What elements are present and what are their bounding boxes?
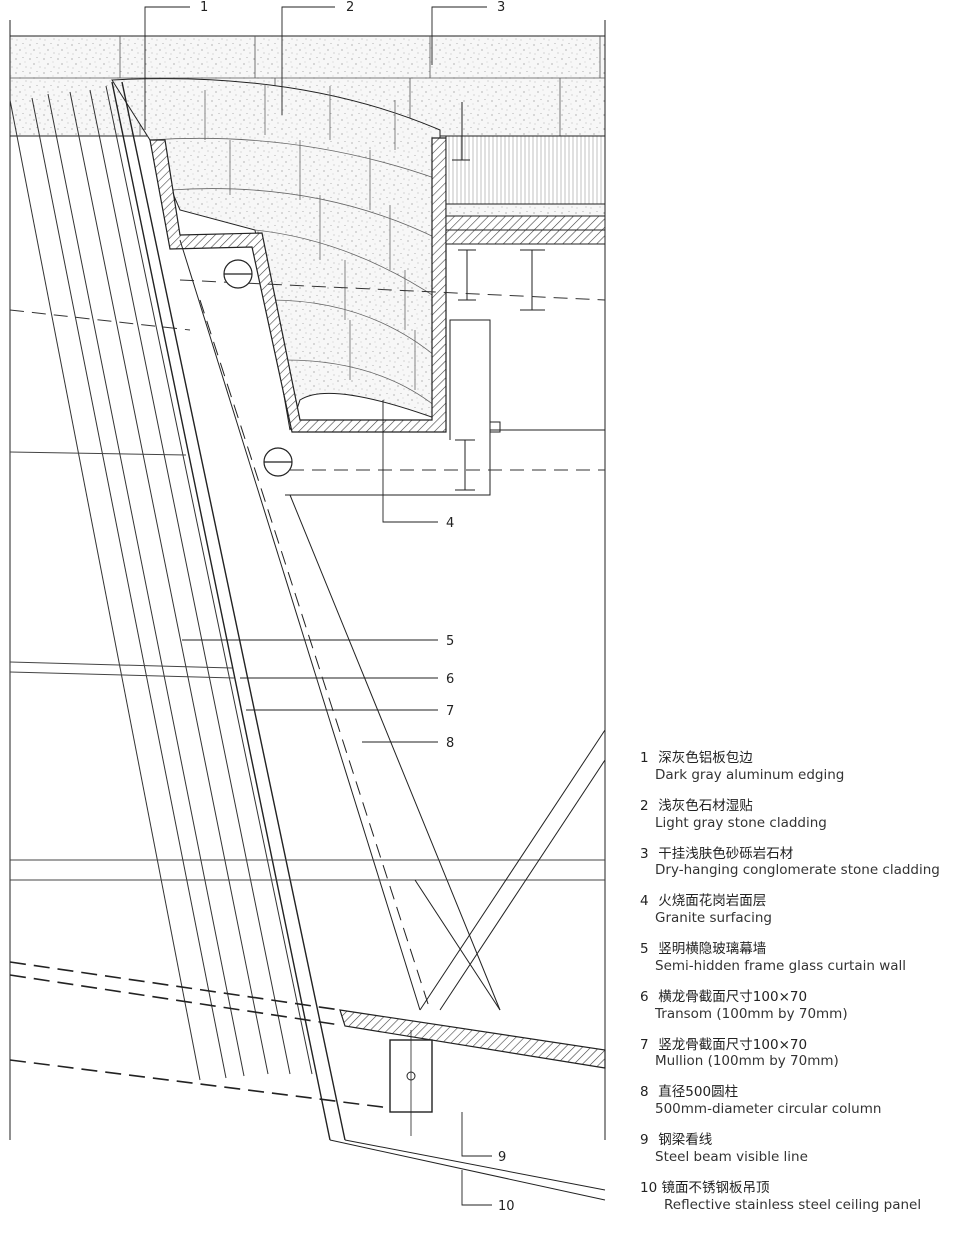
horizontal-transoms — [9, 451, 605, 881]
legend: 1 深灰色铝板包边 Dark gray aluminum edging 2 浅灰… — [640, 750, 958, 1228]
legend-zh-label: 浅灰色石材湿贴 — [658, 797, 753, 814]
floor-buildup — [445, 102, 606, 245]
legend-num: 2 — [640, 797, 649, 814]
legend-en-label: Reflective stainless steel ceiling panel — [664, 1196, 922, 1213]
legend-zh-label: 直径500圆柱 — [658, 1084, 739, 1101]
column-edges — [179, 239, 501, 1011]
legend-en-label: Dry-hanging conglomerate stone cladding — [655, 862, 940, 879]
legend-en-label: Mullion (100mm by 70mm) — [655, 1053, 839, 1070]
callout-5: 5 — [446, 634, 454, 649]
callout-7: 7 — [446, 704, 454, 719]
lower-dashed-beams — [9, 961, 391, 1109]
legend-en-label: 500mm-diameter circular column — [655, 1101, 882, 1118]
legend-item-6: 6 横龙骨截面尺寸100×70 Transom (100mm by 70mm) — [640, 989, 958, 1023]
legend-item-5: 5 竖明横隐玻璃幕墙 Semi-hidden frame glass curta… — [640, 941, 958, 975]
legend-zh-label: 火烧面花岗岩面层 — [658, 893, 767, 910]
callout-3: 3 — [497, 0, 505, 15]
legend-num: 7 — [640, 1036, 649, 1053]
legend-zh-label: 钢梁看线 — [658, 1132, 713, 1148]
legend-en-label: Dark gray aluminum edging — [655, 766, 845, 783]
legend-en-label: Granite surfacing — [655, 910, 772, 927]
legend-en-label: Transom (100mm by 70mm) — [655, 1005, 848, 1022]
legend-item-1: 1 深灰色铝板包边 Dark gray aluminum edging — [640, 750, 958, 784]
curved-stone-cladding — [111, 78, 441, 431]
legend-item-8: 8 直径500圆柱 500mm-diameter circular column — [640, 1084, 958, 1118]
legend-num: 1 — [640, 750, 649, 766]
legend-item-10: 10 镜面不锈钢板吊顶 Reflective stainless steel c… — [640, 1180, 958, 1214]
cross-braces — [414, 729, 606, 1011]
legend-num: 10 — [640, 1179, 658, 1196]
legend-item-4: 4 火烧面花岗岩面层 Granite surfacing — [640, 893, 958, 927]
legend-en-label: Semi-hidden frame glass curtain wall — [655, 957, 907, 974]
legend-zh-label: 镜面不锈钢板吊顶 — [661, 1179, 770, 1196]
legend-zh-label: 干挂浅肤色砂砾岩石材 — [658, 845, 794, 862]
beam-dashed-lines — [9, 279, 606, 471]
callout-4: 4 — [446, 516, 454, 531]
legend-item-3: 3 干挂浅肤色砂砾岩石材 Dry-hanging conglomerate st… — [640, 846, 958, 880]
legend-item-7: 7 竖龙骨截面尺寸100×70 Mullion (100mm by 70mm) — [640, 1037, 958, 1071]
callout-6: 6 — [446, 672, 454, 687]
aluminum-edging-profile — [149, 137, 447, 433]
legend-zh-label: 深灰色铝板包边 — [658, 750, 753, 766]
callout-9: 9 — [498, 1150, 506, 1165]
steel-beam-sections — [285, 249, 605, 496]
callout-2: 2 — [346, 0, 354, 15]
legend-num: 6 — [640, 988, 649, 1005]
glass-edge — [111, 81, 346, 1141]
legend-num: 9 — [640, 1132, 649, 1148]
curtain-wall-mullions — [9, 85, 313, 1081]
callout-numbers: 1 2 3 4 5 6 7 8 9 10 — [200, 0, 515, 1214]
legend-num: 8 — [640, 1084, 649, 1101]
lower-slab — [329, 1009, 606, 1201]
legend-zh-label: 竖龙骨截面尺寸100×70 — [658, 1036, 808, 1053]
legend-num: 4 — [640, 893, 649, 910]
legend-en-label: Steel beam visible line — [655, 1148, 808, 1165]
legend-item-2: 2 浅灰色石材湿贴 Light gray stone cladding — [640, 798, 958, 832]
legend-num: 5 — [640, 941, 649, 957]
callout-10: 10 — [498, 1199, 515, 1214]
legend-zh-label: 横龙骨截面尺寸100×70 — [658, 988, 808, 1005]
legend-num: 3 — [640, 845, 649, 862]
column-circles — [223, 259, 293, 477]
callout-1: 1 — [200, 0, 208, 15]
leader-lines — [144, 6, 492, 1206]
legend-en-label: Light gray stone cladding — [655, 814, 827, 831]
legend-zh-label: 竖明横隐玻璃幕墙 — [658, 941, 767, 957]
legend-item-9: 9 钢梁看线 Steel beam visible line — [640, 1132, 958, 1166]
callout-8: 8 — [446, 736, 454, 751]
